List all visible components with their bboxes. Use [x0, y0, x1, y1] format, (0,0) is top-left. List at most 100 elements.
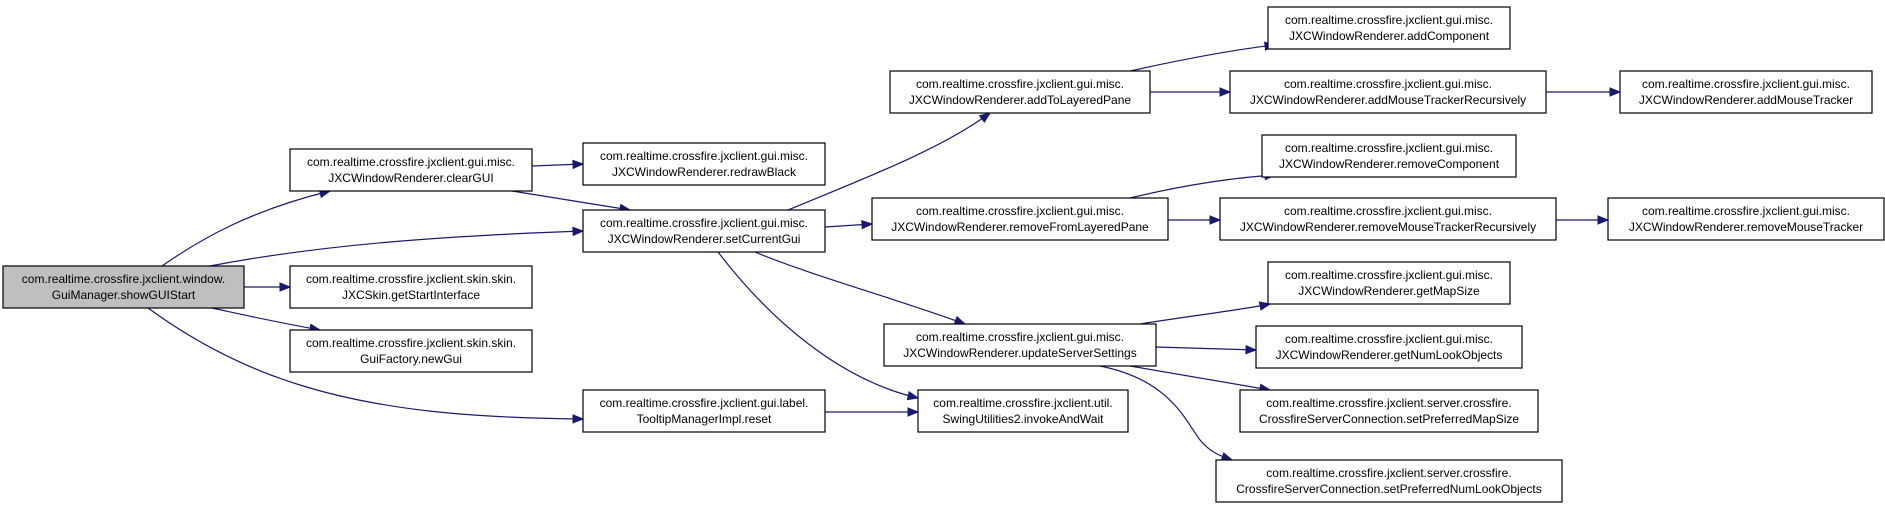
node-box: [289, 265, 533, 309]
arrowhead-icon: [1245, 344, 1258, 355]
node-box: [1619, 70, 1873, 114]
node-newGui[interactable]: com.realtime.crossfire.jxclient.skin.ski…: [289, 329, 533, 373]
arrowhead-icon: [1258, 301, 1272, 311]
node-redrawBlack[interactable]: com.realtime.crossfire.jxclient.gui.misc…: [582, 142, 826, 186]
node-label-line1: com.realtime.crossfire.jxclient.gui.misc…: [307, 155, 515, 169]
node-box: [1267, 6, 1511, 50]
edge-updateServerSettings-to-getNumLookObjects: [1155, 344, 1258, 355]
edge-line: [511, 190, 631, 211]
node-label-line1: com.realtime.crossfire.jxclient.gui.misc…: [916, 77, 1124, 91]
node-label-line2: GuiFactory.newGui: [360, 352, 462, 366]
edge-showGUIStart-to-getStartInterface: [244, 282, 292, 292]
arrowhead-icon: [953, 315, 967, 325]
node-label-line1: com.realtime.crossfire.jxclient.gui.misc…: [600, 149, 808, 163]
edge-line: [717, 251, 919, 399]
node-getNumLookObjects[interactable]: com.realtime.crossfire.jxclient.gui.misc…: [1255, 325, 1523, 369]
node-setPreferredNumLookObjects[interactable]: com.realtime.crossfire.jxclient.server.c…: [1215, 459, 1563, 503]
node-addMouseTracker[interactable]: com.realtime.crossfire.jxclient.gui.misc…: [1619, 70, 1873, 114]
edge-removeFromLayeredPane-to-removeComponent: [1129, 170, 1277, 199]
node-addMouseTrackerRecursively[interactable]: com.realtime.crossfire.jxclient.gui.misc…: [1229, 70, 1547, 114]
arrowhead-icon: [572, 226, 585, 237]
node-label-line2: JXCWindowRenderer.addComponent: [1289, 29, 1490, 43]
edge-removeMouseTrackerRecursively-to-removeMouseTracker: [1556, 215, 1610, 225]
node-label-line2: JXCWindowRenderer.removeComponent: [1279, 157, 1500, 171]
node-label-line1: com.realtime.crossfire.jxclient.skin.ski…: [306, 272, 516, 286]
node-box: [917, 389, 1129, 433]
node-label-line1: com.realtime.crossfire.jxclient.gui.misc…: [1285, 332, 1493, 346]
node-label-line1: com.realtime.crossfire.jxclient.gui.misc…: [916, 330, 1124, 344]
node-box: [889, 70, 1151, 114]
node-label-line1: com.realtime.crossfire.jxclient.skin.ski…: [306, 336, 516, 350]
edge-setCurrentGui-to-addToLayeredPane: [787, 112, 992, 211]
node-label-line2: JXCWindowRenderer.addMouseTrackerRecursi…: [1250, 93, 1526, 107]
edge-line: [1129, 174, 1276, 199]
edge-showGUIStart-to-tooltipReset: [147, 307, 585, 424]
node-label-line2: JXCWindowRenderer.getMapSize: [1298, 284, 1480, 298]
arrowhead-icon: [861, 219, 874, 230]
node-label-line1: com.realtime.crossfire.jxclient.gui.misc…: [1285, 13, 1493, 27]
arrowhead-icon: [1209, 215, 1222, 225]
node-label-line2: JXCWindowRenderer.updateServerSettings: [903, 346, 1136, 360]
edge-tooltipReset-to-invokeAndWait: [825, 407, 920, 417]
node-removeMouseTrackerRecursively[interactable]: com.realtime.crossfire.jxclient.gui.misc…: [1219, 197, 1557, 241]
edge-line: [161, 190, 331, 267]
node-addToLayeredPane[interactable]: com.realtime.crossfire.jxclient.gui.misc…: [889, 70, 1151, 114]
node-label-line1: com.realtime.crossfire.jxclient.gui.misc…: [916, 204, 1124, 218]
node-setPreferredMapSize[interactable]: com.realtime.crossfire.jxclient.server.c…: [1239, 389, 1539, 433]
node-label-line2: JXCWindowRenderer.getNumLookObjects: [1276, 348, 1503, 362]
node-invokeAndWait[interactable]: com.realtime.crossfire.jxclient.util.Swi…: [917, 389, 1129, 433]
node-label-line2: GuiManager.showGUIStart: [52, 288, 196, 302]
edge-line: [787, 112, 991, 211]
node-label-line2: JXCWindowRenderer.removeMouseTracker: [1629, 220, 1863, 234]
node-box: [582, 142, 826, 186]
node-label-line1: com.realtime.crossfire.jxclient.server.c…: [1266, 466, 1511, 480]
node-label-line1: com.realtime.crossfire.jxclient.gui.labe…: [600, 396, 809, 410]
node-clearGUI[interactable]: com.realtime.crossfire.jxclient.gui.misc…: [289, 148, 533, 192]
node-box: [582, 389, 826, 433]
edge-clearGUI-to-setCurrentGui: [511, 190, 632, 213]
arrowhead-icon: [1597, 215, 1610, 225]
node-label-line2: JXCWindowRenderer.addToLayeredPane: [909, 93, 1131, 107]
node-label-line1: com.realtime.crossfire.jxclient.gui.misc…: [1284, 77, 1492, 91]
edge-line: [1155, 346, 1257, 351]
node-updateServerSettings[interactable]: com.realtime.crossfire.jxclient.gui.misc…: [883, 323, 1157, 367]
node-getStartInterface[interactable]: com.realtime.crossfire.jxclient.skin.ski…: [289, 265, 533, 309]
arrowhead-icon: [978, 112, 992, 124]
node-label-line2: JXCWindowRenderer.removeMouseTrackerRecu…: [1240, 220, 1536, 234]
node-box: [871, 197, 1169, 241]
node-label-line1: com.realtime.crossfire.jxclient.gui.misc…: [1284, 204, 1492, 218]
node-showGUIStart[interactable]: com.realtime.crossfire.jxclient.window.G…: [2, 265, 245, 309]
edge-line: [754, 251, 966, 325]
edge-setCurrentGui-to-invokeAndWait: [717, 251, 920, 401]
node-label-line1: com.realtime.crossfire.jxclient.server.c…: [1266, 396, 1511, 410]
node-label-line2: TooltipManagerImpl.reset: [637, 412, 772, 426]
node-removeFromLayeredPane[interactable]: com.realtime.crossfire.jxclient.gui.misc…: [871, 197, 1169, 241]
edge-showGUIStart-to-newGui: [211, 307, 322, 333]
node-box: [582, 209, 826, 253]
edge-setCurrentGui-to-removeFromLayeredPane: [824, 219, 874, 230]
node-box: [2, 265, 245, 309]
node-setCurrentGui[interactable]: com.realtime.crossfire.jxclient.gui.misc…: [582, 209, 826, 253]
node-label-line2: JXCWindowRenderer.setCurrentGui: [608, 232, 801, 246]
node-label-line2: JXCWindowRenderer.addMouseTracker: [1639, 93, 1853, 107]
node-getMapSize[interactable]: com.realtime.crossfire.jxclient.gui.misc…: [1267, 261, 1511, 305]
node-removeComponent[interactable]: com.realtime.crossfire.jxclient.gui.misc…: [1261, 134, 1517, 178]
edge-setCurrentGui-to-updateServerSettings: [754, 251, 967, 325]
edge-addToLayeredPane-to-addMouseTrackerRecursively: [1150, 87, 1232, 97]
node-box: [1215, 459, 1563, 503]
edge-line: [1129, 365, 1271, 391]
edge-line: [1129, 44, 1276, 72]
node-tooltipReset[interactable]: com.realtime.crossfire.jxclient.gui.labe…: [582, 389, 826, 433]
node-label-line1: com.realtime.crossfire.jxclient.gui.misc…: [1642, 204, 1850, 218]
node-box: [1261, 134, 1517, 178]
edge-line: [211, 307, 321, 331]
edge-updateServerSettings-to-getMapSize: [1139, 301, 1272, 325]
node-label-line2: SwingUtilities2.invokeAndWait: [943, 412, 1105, 426]
edge-line: [1099, 365, 1233, 461]
nodes-layer: com.realtime.crossfire.jxclient.window.G…: [2, 6, 1885, 503]
arrowhead-icon: [572, 414, 585, 424]
node-addComponent[interactable]: com.realtime.crossfire.jxclient.gui.misc…: [1267, 6, 1511, 50]
node-label-line2: JXCWindowRenderer.clearGUI: [328, 171, 493, 185]
node-removeMouseTracker[interactable]: com.realtime.crossfire.jxclient.gui.misc…: [1607, 197, 1885, 241]
arrowhead-icon: [1609, 87, 1622, 97]
